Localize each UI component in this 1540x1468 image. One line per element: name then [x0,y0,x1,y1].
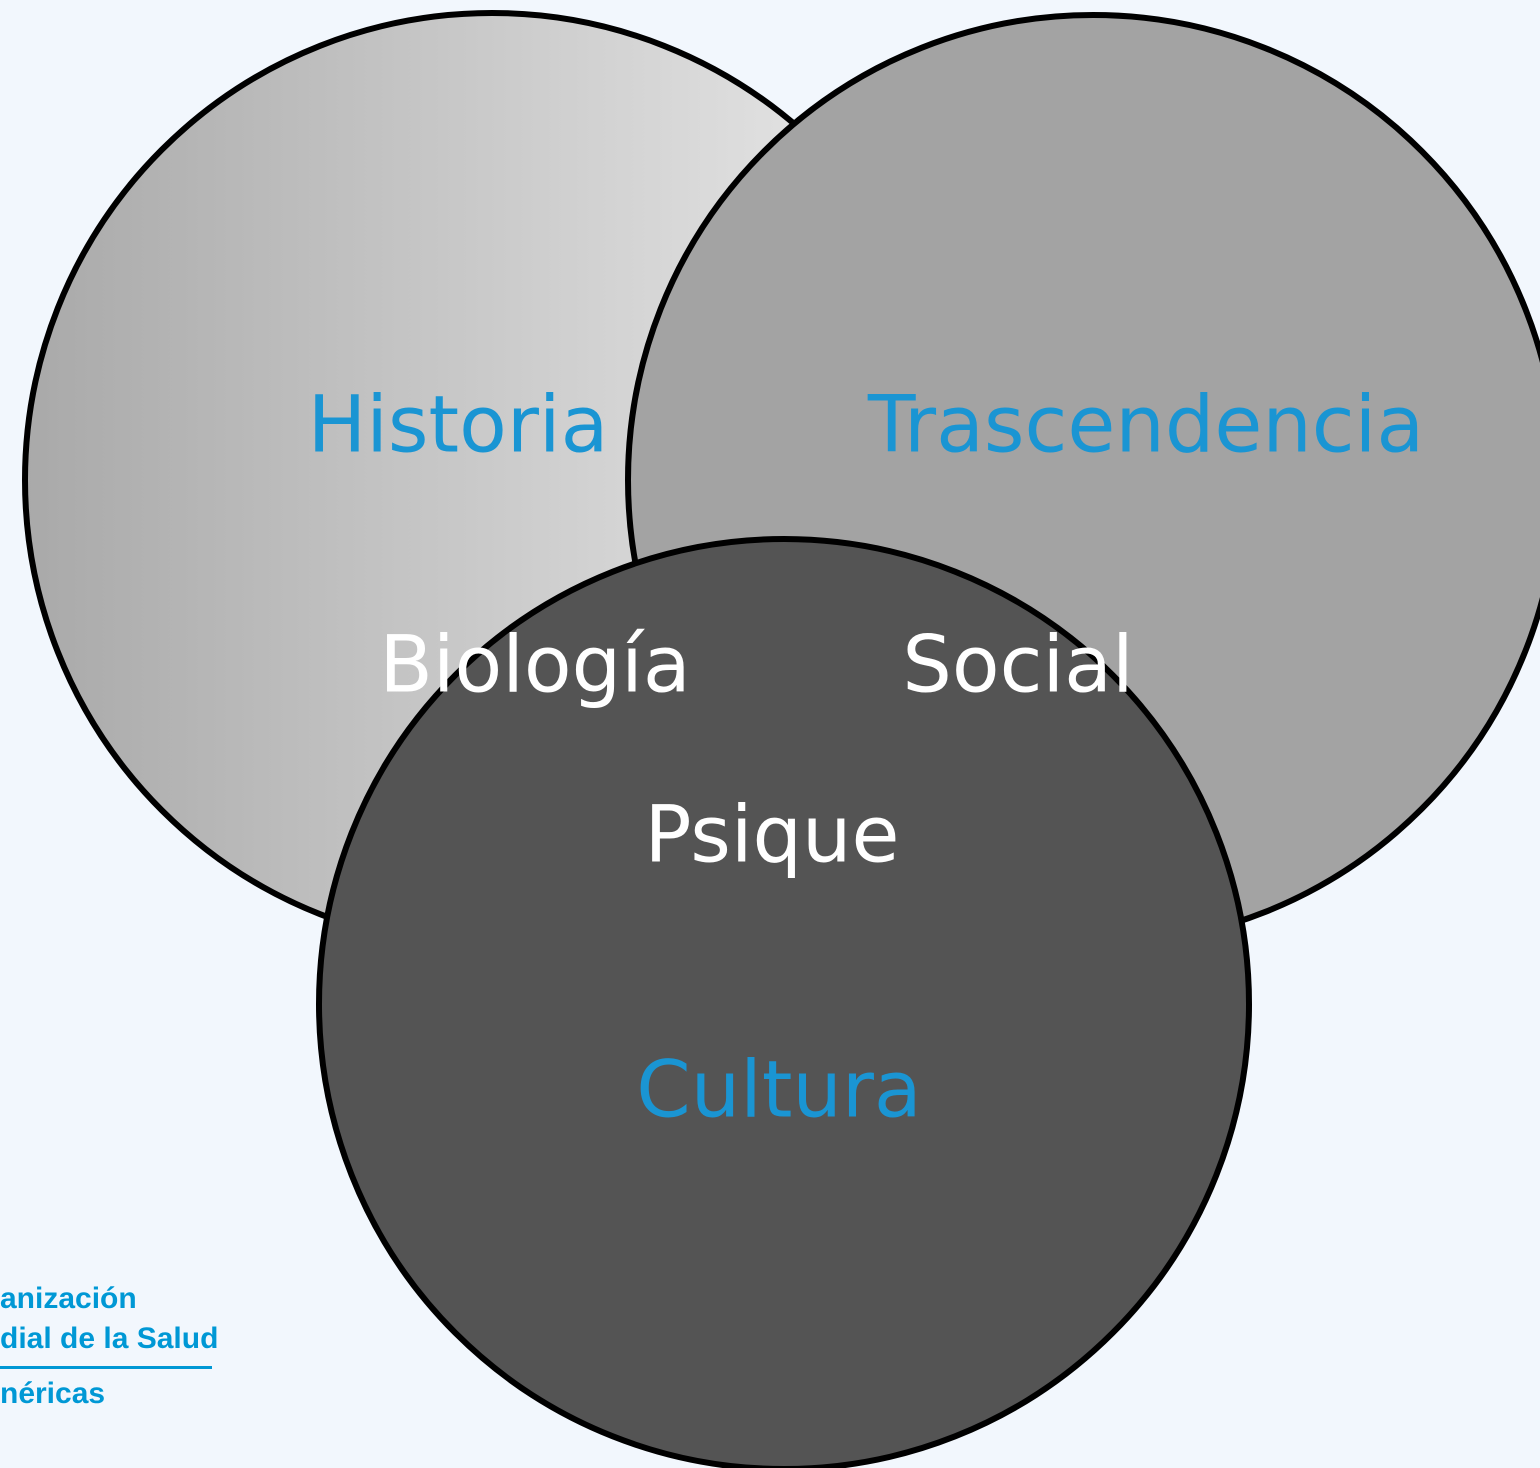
label-biologia: Biología [379,620,690,710]
circle-cultura [316,536,1252,1468]
logo-line-1: anización [0,1282,137,1315]
logo-line-2: dial de la Salud [0,1322,219,1355]
logo-line-3: néricas [0,1377,106,1410]
label-cultura: Cultura [636,1045,921,1135]
label-historia: Historia [308,380,609,470]
logo-divider [0,1366,212,1369]
label-psique: Psique [645,790,900,880]
label-trascendencia: Trascendencia [867,380,1424,470]
label-social: Social [902,620,1133,710]
